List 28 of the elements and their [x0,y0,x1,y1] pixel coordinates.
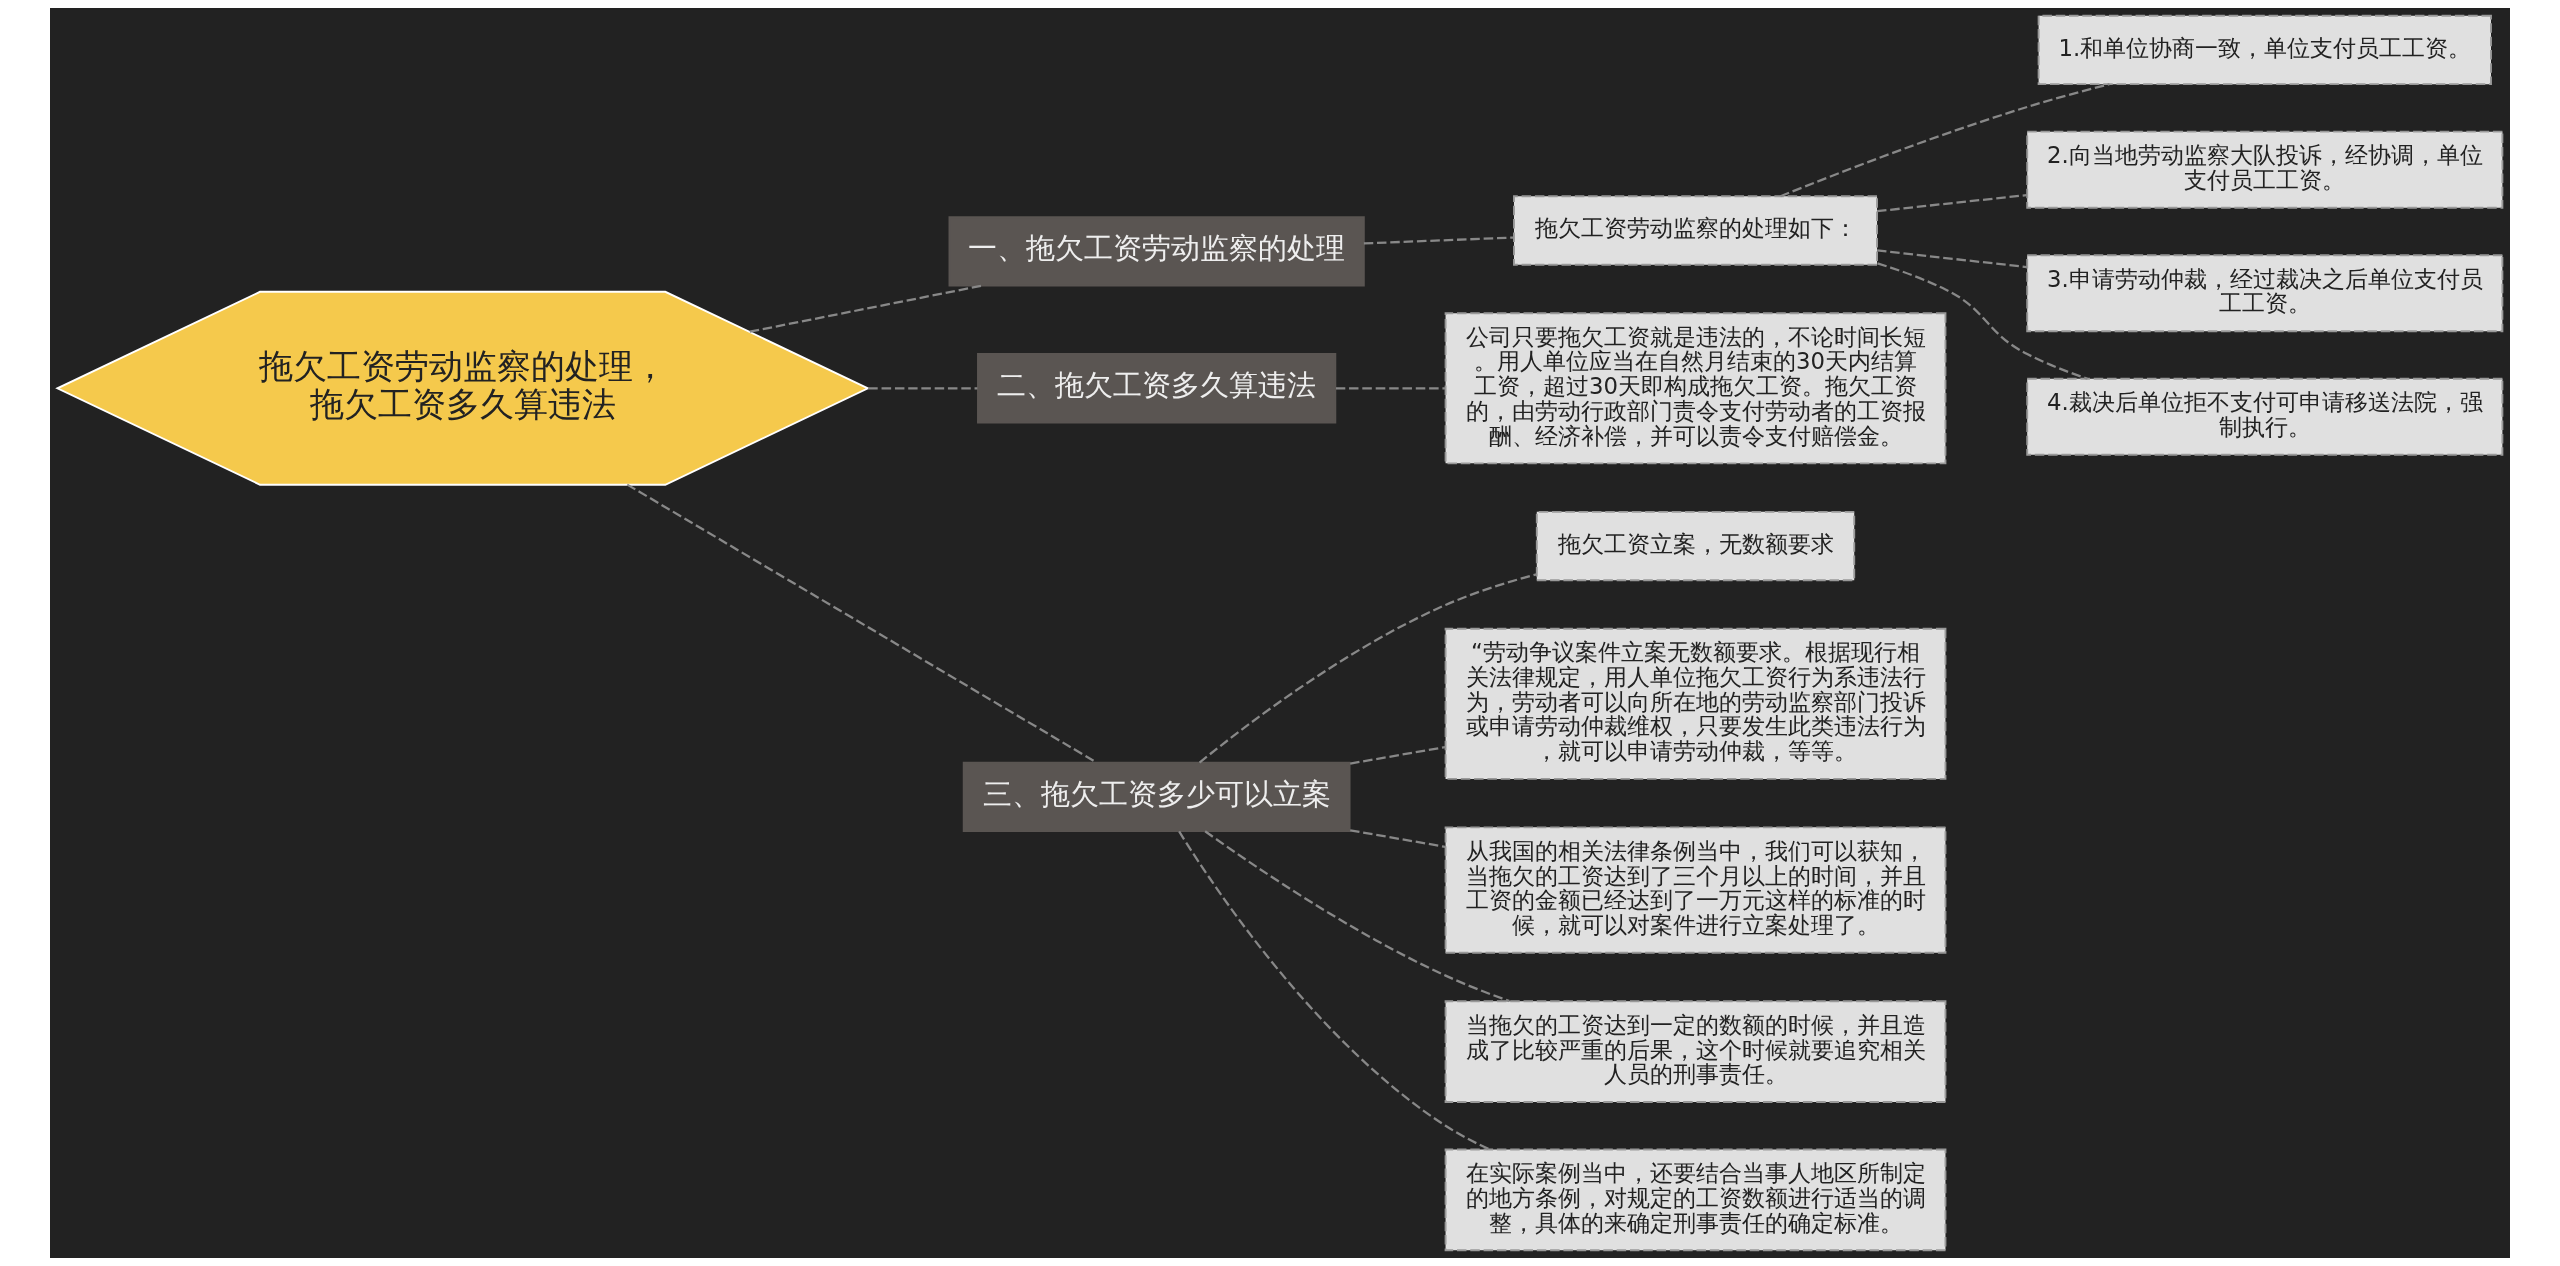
node-box: 当拖欠的工资达到一定的数额的时候，并且造成了比较严重的后果，这个时候就要追究相关人员的刑事责任。 [1444,1000,1947,1103]
node-box: 三、拖欠工资多少可以立案 [962,761,1351,833]
connector [1877,262,2088,380]
connector [1350,745,1446,765]
connector [626,483,1097,764]
node-box: 1.和单位协商一致，单位支付员工工资。 [2037,14,2492,86]
node-box: 拖欠工资劳动监察的处理如下： [1513,195,1878,266]
connector [1350,829,1446,848]
connector [1198,573,1537,764]
connector [1204,830,1510,1003]
connector [1780,83,2110,198]
connector [1363,236,1514,245]
node-box: 一、拖欠工资劳动监察的处理 [948,216,1365,287]
node-box: 拖欠工资立案，无数额要求 [1535,510,1856,582]
node-box: 3.申请劳动仲裁，经过裁决之后单位支付员工工资。 [2026,254,2504,333]
node-box: 从我国的相关法律条例当中，我们可以获知，当拖欠的工资达到了三个月以上的时间，并且工资的金额已经达到了一万元这样的标准的时候，就可以对案件进行立案处理了。 [1444,826,1947,954]
connector [868,387,978,390]
connector [1336,387,1446,390]
node-box: 2.向当地劳动监察大队投诉，经协调，单位支付员工工资。 [2026,130,2504,209]
connector [749,284,983,333]
node-box: 在实际案例当中，还要结合当事人地区所制定的地方条例，对规定的工资数额进行适当的调整，具体的来确定刑事责任的确定标准。 [1444,1148,1947,1252]
connector [1877,193,2027,213]
node-box: 二、拖欠工资多久算违法 [977,353,1337,424]
node-box: “劳动争议案件立案无数额要求。根据现行相关法律规定，用人单位拖欠工资行为系违法行为，劳动者可以向所在地的劳动监察部门投诉或申请劳动仲裁维权，只要发生此类违法行为，就可以申请劳动仲裁，等等。 [1444,627,1947,780]
node-box: 4.裁决后单位拒不支付可申请移送法院，强制执行。 [2026,377,2504,456]
connector [1178,830,1491,1151]
node-box: 公司只要拖欠工资就是违法的，不论时间长短。用人单位应当在自然月结束的30天内结算工资，超过30天即构成拖欠工资。拖欠工资的，由劳动行政部门责令支付劳动者的工资报酬、经济补偿，并可以责令支付赔偿金。 [1444,312,1947,465]
connector [1877,249,2027,269]
